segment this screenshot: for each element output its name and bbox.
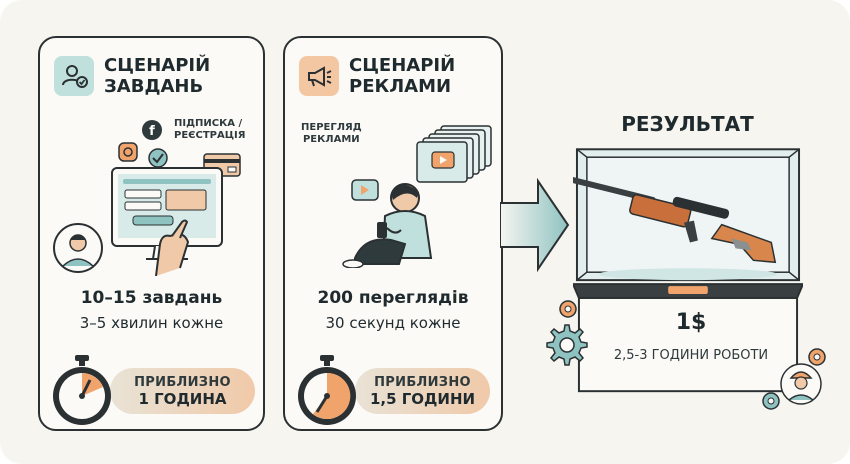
result-display-case <box>573 148 803 393</box>
ad-views-label: ПЕРЕГЛЯД РЕКЛАМИ <box>301 122 362 145</box>
check-icon <box>148 148 168 168</box>
facebook-icon: f <box>142 120 162 140</box>
avatar-icon <box>53 223 103 273</box>
ad-views-count: 200 переглядів <box>317 288 469 308</box>
stopwatch-icon <box>53 355 111 425</box>
task-duration: 3–5 хвилин кожне <box>79 314 224 332</box>
tasks-estimate-pill: ПРИБЛИЗНО 1 ГОДИНА <box>110 368 255 414</box>
instagram-icon <box>118 142 138 162</box>
tasks-scenario-card: СЦЕНАРІЙ ЗАВДАНЬ ПІДПИСКА / РЕЄСТРАЦІЯ f <box>38 36 265 431</box>
estimate-value: 1,5 ГОДИНИ <box>369 389 476 408</box>
estimate-label: ПРИБЛИЗНО <box>374 374 471 390</box>
video-bubble-icon <box>351 179 379 201</box>
tasks-illustration: f <box>53 120 241 276</box>
svg-text:f: f <box>149 124 155 139</box>
ad-view-duration: 30 секунд кожне <box>325 314 461 332</box>
video-play-icon <box>416 125 492 183</box>
user-check-icon <box>54 56 94 96</box>
subscription-registration-label: ПІДПИСКА / РЕЄСТРАЦІЯ <box>174 118 246 141</box>
tasks-count: 10–15 завдань <box>80 288 223 308</box>
gear-icon <box>559 300 577 318</box>
worker-icon <box>780 363 822 405</box>
person-phone-icon <box>342 183 433 268</box>
tasks-scenario-title: СЦЕНАРІЙ ЗАВДАНЬ <box>104 55 211 97</box>
ads-scenario-card: СЦЕНАРІЙ РЕКЛАМИ ПЕРЕГЛЯД РЕКЛАМИ <box>283 36 503 431</box>
flow-arrow <box>500 177 570 273</box>
result-title: РЕЗУЛЬТАТ <box>621 112 754 136</box>
gear-icon <box>762 392 780 410</box>
sniper-rifle-icon <box>573 175 777 264</box>
ads-scenario-title: СЦЕНАРІЙ РЕКЛАМИ <box>349 55 456 97</box>
estimate-label: ПРИБЛИЗНО <box>134 374 231 390</box>
estimate-value: 1 ГОДИНА <box>138 389 227 408</box>
megaphone-icon <box>299 56 339 96</box>
result-hours: 2,5-3 ГОДИНИ РОБОТИ <box>613 348 769 363</box>
stopwatch-icon <box>298 355 356 425</box>
result-price: 1$ <box>675 310 707 335</box>
ads-estimate-pill: ПРИБЛИЗНО 1,5 ГОДИНИ <box>355 368 490 414</box>
gear-icon <box>808 348 826 366</box>
gear-icon <box>546 324 588 366</box>
ads-illustration <box>342 125 492 268</box>
monitor-icon <box>111 167 223 260</box>
